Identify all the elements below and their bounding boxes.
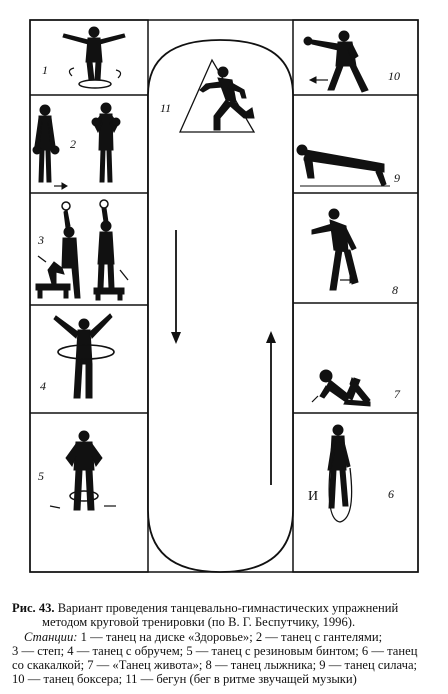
caption-stations-word: Станции: [24,629,78,644]
station-3-figure [35,199,129,301]
caption-line-2: 3 — степ; 4 — танец с обручем; 5 — танец… [12,643,418,658]
station-8-figure [311,208,359,291]
caption-stations: Станции: 1 — танец на диске «Здоровье»; … [12,630,436,644]
caption-line-1: 1 — танец на диске «Здоровье»; 2 — танец… [80,629,383,644]
caption-line-4: 10 — танец боксера; 11 — бегун (бег в ри… [12,672,357,687]
station-number-6: 6 [388,487,394,501]
station-number-9: 9 [394,171,400,185]
caption-title-line-1: Вариант проведения танцевально-гимнастич… [57,601,399,615]
caption-label: Рис. 43. [12,601,55,615]
station-number-11: 11 [160,101,171,115]
station-number-5: 5 [38,469,44,483]
station-number-8: 8 [392,283,398,297]
station-number-4: 4 [40,379,46,393]
arrow-up-icon [266,331,276,485]
station-number-2: 2 [70,137,76,151]
circuit-training-figure: 1 2 3 4 5 6 7 8 9 10 11 И [29,19,419,573]
caption-title: Рис. 43. Вариант проведения танцевально-… [12,601,436,615]
runner-figure [199,66,255,131]
running-track [147,39,294,573]
station-6-figure [327,424,353,523]
station-2-figure [32,102,121,190]
station-number-7: 7 [394,387,401,401]
figure-caption: Рис. 43. Вариант проведения танцевально-… [12,601,436,687]
station-7-figure [311,369,371,407]
jump-rope-mark: И [308,489,318,504]
station-5-figure [49,430,116,511]
station-1-figure [62,26,126,89]
station-9-figure [296,144,390,187]
caption-title-line-2: методом круговой тренировки (по В. Г. Бе… [42,615,356,630]
station-number-1: 1 [42,63,48,77]
caption-line-3: со скакалкой; 7 — «Танец живота»; 8 — та… [12,658,418,673]
arrow-down-icon [171,230,181,344]
station-number-3: 3 [37,233,44,247]
station-number-10: 10 [388,69,400,83]
station-4-figure [53,313,115,399]
station-10-figure [303,30,369,93]
